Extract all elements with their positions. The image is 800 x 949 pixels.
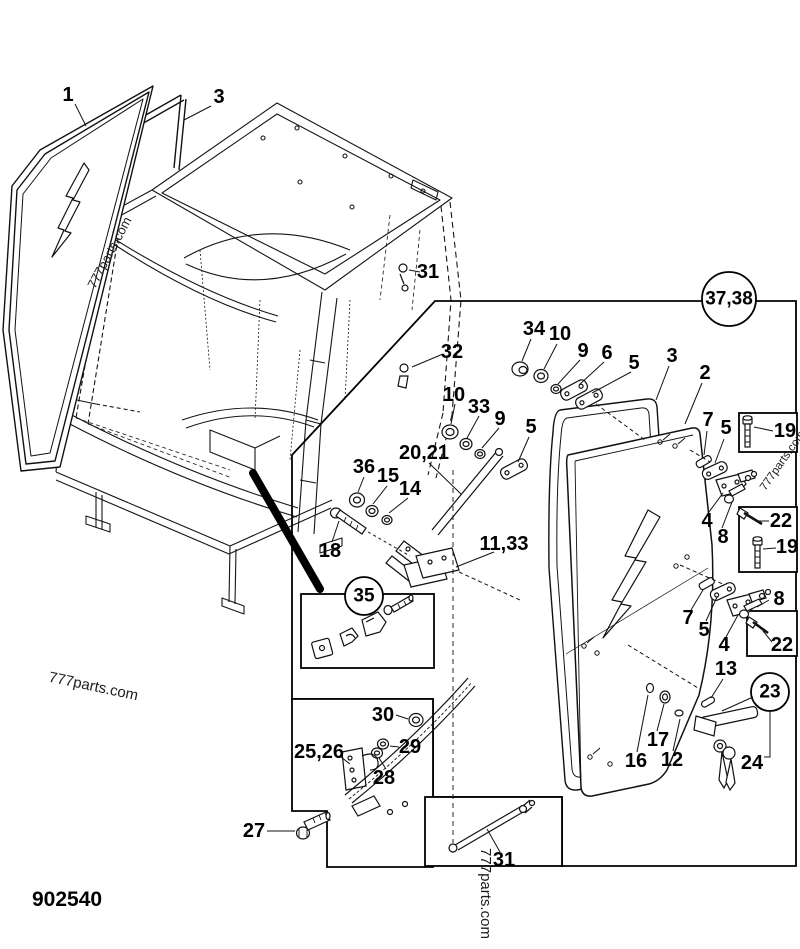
wrench-lower-box <box>746 610 798 657</box>
callout-33: 33 <box>467 396 491 418</box>
detail-boxes <box>291 271 798 868</box>
callout-18: 18 <box>318 540 342 562</box>
callout-16: 16 <box>624 750 648 772</box>
callout-7-upper: 7 <box>702 409 714 431</box>
callout-15: 15 <box>376 465 400 487</box>
detail-pointer-line <box>249 469 324 593</box>
strut-detail-box <box>424 796 563 867</box>
callout-24: 24 <box>740 752 764 774</box>
callout-11-33: 11,33 <box>479 533 529 555</box>
callout-17: 17 <box>646 729 670 751</box>
callout-8-lower: 8 <box>773 588 785 610</box>
circle-37-38 <box>701 271 757 327</box>
callout-1: 1 <box>62 84 74 106</box>
callout-9-mid: 9 <box>494 408 506 430</box>
callout-13: 13 <box>714 658 738 680</box>
callout-34: 34 <box>522 318 546 340</box>
watermark-bottom: 777parts.com <box>476 848 494 939</box>
callout-31-strut: 31 <box>492 849 516 871</box>
door-glass-panel <box>565 427 714 797</box>
drawing-number: 902540 <box>32 888 103 911</box>
callout-3-windshield: 3 <box>213 86 225 108</box>
callout-7-lower: 7 <box>682 607 694 629</box>
callout-14: 14 <box>398 478 422 500</box>
circle-35 <box>344 576 384 616</box>
callout-4-upper: 4 <box>701 510 713 532</box>
callout-25-26: 25,26 <box>293 741 345 763</box>
glass-symbol-lightning <box>602 509 661 639</box>
leader-lines <box>74 103 777 853</box>
callout-5-mid: 5 <box>525 416 537 438</box>
callout-10-mid: 10 <box>442 384 466 406</box>
callout-5-lower: 5 <box>698 619 710 641</box>
callout-6: 6 <box>601 342 613 364</box>
callout-2: 2 <box>699 362 711 384</box>
callout-22-lower: 22 <box>770 634 794 656</box>
fastener-parts <box>295 361 772 853</box>
wrench-bolt-box <box>738 506 798 573</box>
callout-31-frame: 31 <box>416 261 440 283</box>
callout-32: 32 <box>440 341 464 363</box>
glass-symbol-lightning <box>51 162 90 258</box>
callout-8-upper: 8 <box>717 526 729 548</box>
frame-fasteners <box>397 263 409 389</box>
callout-20-21: 20,21 <box>398 442 450 464</box>
callout-19-lower: 19 <box>775 536 799 558</box>
callout-19-upper: 19 <box>773 420 797 442</box>
callout-22-upper: 22 <box>769 510 793 532</box>
callout-28: 28 <box>372 767 396 789</box>
callout-10-top: 10 <box>548 323 572 345</box>
callout-9-top: 9 <box>577 340 589 362</box>
callout-27: 27 <box>242 820 266 842</box>
callout-36: 36 <box>352 456 376 478</box>
callout-4-lower: 4 <box>718 634 730 656</box>
circle-label-37-38: 37,38 <box>705 288 753 310</box>
cab-frame-wireframe <box>31 102 462 615</box>
callout-29: 29 <box>398 736 422 758</box>
callout-3-door-seal: 3 <box>666 345 678 367</box>
callout-30: 30 <box>371 704 395 726</box>
windshield-glass-panel <box>2 85 187 472</box>
callout-12: 12 <box>660 749 684 771</box>
callout-5-upper-hinge: 5 <box>720 417 732 439</box>
circle-label-35: 35 <box>353 585 375 607</box>
circle-label-23: 23 <box>759 681 781 703</box>
callout-5-top: 5 <box>628 352 640 374</box>
